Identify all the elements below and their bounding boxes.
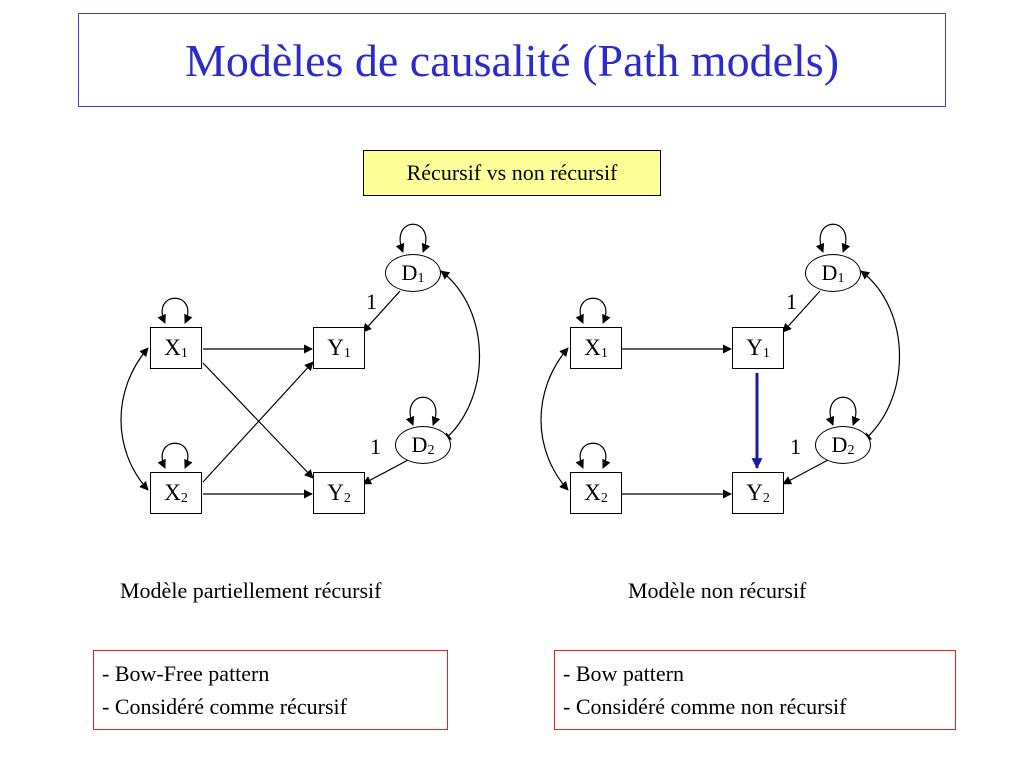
left-x2-variance-loop — [157, 442, 193, 469]
right-x1-variance-loop — [575, 297, 611, 324]
right-d2-path-label: 1 — [790, 434, 801, 459]
left-d2-variance-loop — [405, 396, 441, 426]
left-model-caption: Modèle partiellement récursif — [120, 578, 382, 603]
left-d1-to-y1 — [362, 290, 401, 333]
right-d1-path-label: 1 — [786, 289, 797, 314]
left-d2-path-label: 1 — [370, 434, 381, 459]
right-d2-to-y2 — [782, 459, 829, 485]
left-x1-variance-loop — [157, 297, 193, 324]
right-model-caption: Modèle non récursif — [628, 578, 807, 603]
subtitle-text: Récursif vs non récursif — [406, 160, 618, 185]
left-d2-to-y2 — [362, 459, 409, 485]
right-note-line-2: - Considéré comme non récursif — [563, 694, 847, 719]
right-notes-box: - Bow pattern - Considéré comme non récu… — [554, 650, 956, 730]
left-note-line-2: - Considéré comme récursif — [102, 694, 347, 719]
right-model-edges — [540, 223, 900, 499]
left-x2-to-y1 — [202, 361, 314, 483]
right-d1-to-y1 — [782, 290, 821, 333]
right-note-line-1: - Bow pattern — [563, 661, 684, 686]
left-d1-variance-loop — [395, 223, 431, 253]
right-x1-x2-covariance — [540, 347, 569, 491]
left-x1-to-y2 — [202, 362, 314, 479]
left-d1-path-label: 1 — [366, 289, 377, 314]
left-d1-d2-covariance — [440, 270, 480, 442]
title-box: Modèles de causalité (Path models) — [78, 13, 946, 107]
slide-title: Modèles de causalité (Path models) — [184, 34, 840, 86]
left-notes-box: - Bow-Free pattern - Considéré comme réc… — [93, 650, 448, 730]
right-d1-variance-loop — [815, 223, 851, 253]
right-x2-variance-loop — [575, 442, 611, 469]
left-x1-x2-covariance — [120, 347, 149, 491]
left-model-edges — [120, 223, 480, 499]
left-note-line-1: - Bow-Free pattern — [102, 661, 270, 686]
subtitle-box: Récursif vs non récursif — [363, 150, 661, 196]
right-d1-d2-covariance — [860, 270, 900, 442]
right-d2-variance-loop — [825, 396, 861, 426]
